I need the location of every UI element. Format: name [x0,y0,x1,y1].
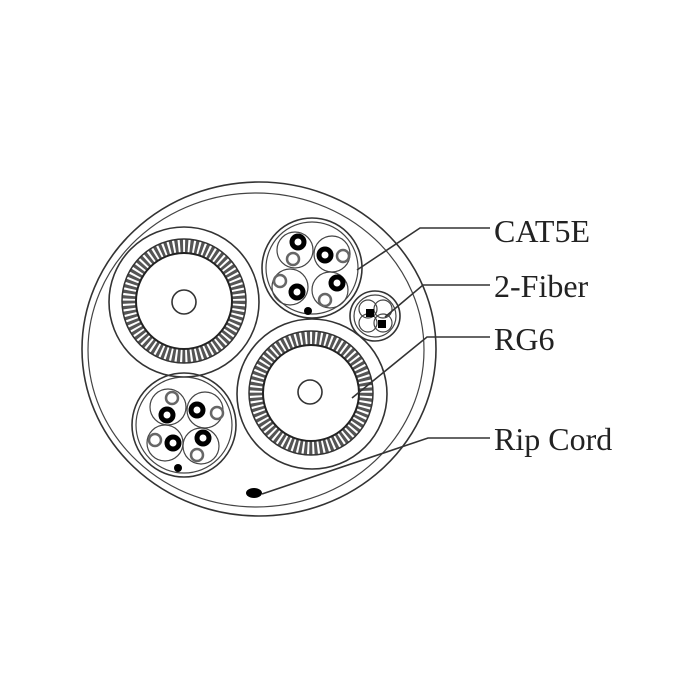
rg6-coax-left [108,226,260,378]
cat5e-cable-top [261,217,363,319]
inner-jacket [87,192,425,508]
leader-line-ripcord [261,437,490,495]
label-rg6: RG6 [494,321,554,357]
label-cat5e: CAT5E [494,213,590,249]
leader-line-fiber [384,284,490,318]
rg6-coax-right [236,318,388,470]
outer-jacket [81,181,437,517]
label-fiber: 2-Fiber [494,268,589,304]
fiber-cable [349,290,401,342]
leader-line-cat5e [356,227,490,271]
rip-cord [246,488,262,498]
cat5e-cable-bottom [131,372,237,478]
leader-line-rg6 [351,336,490,399]
label-ripcord: Rip Cord [494,421,612,457]
